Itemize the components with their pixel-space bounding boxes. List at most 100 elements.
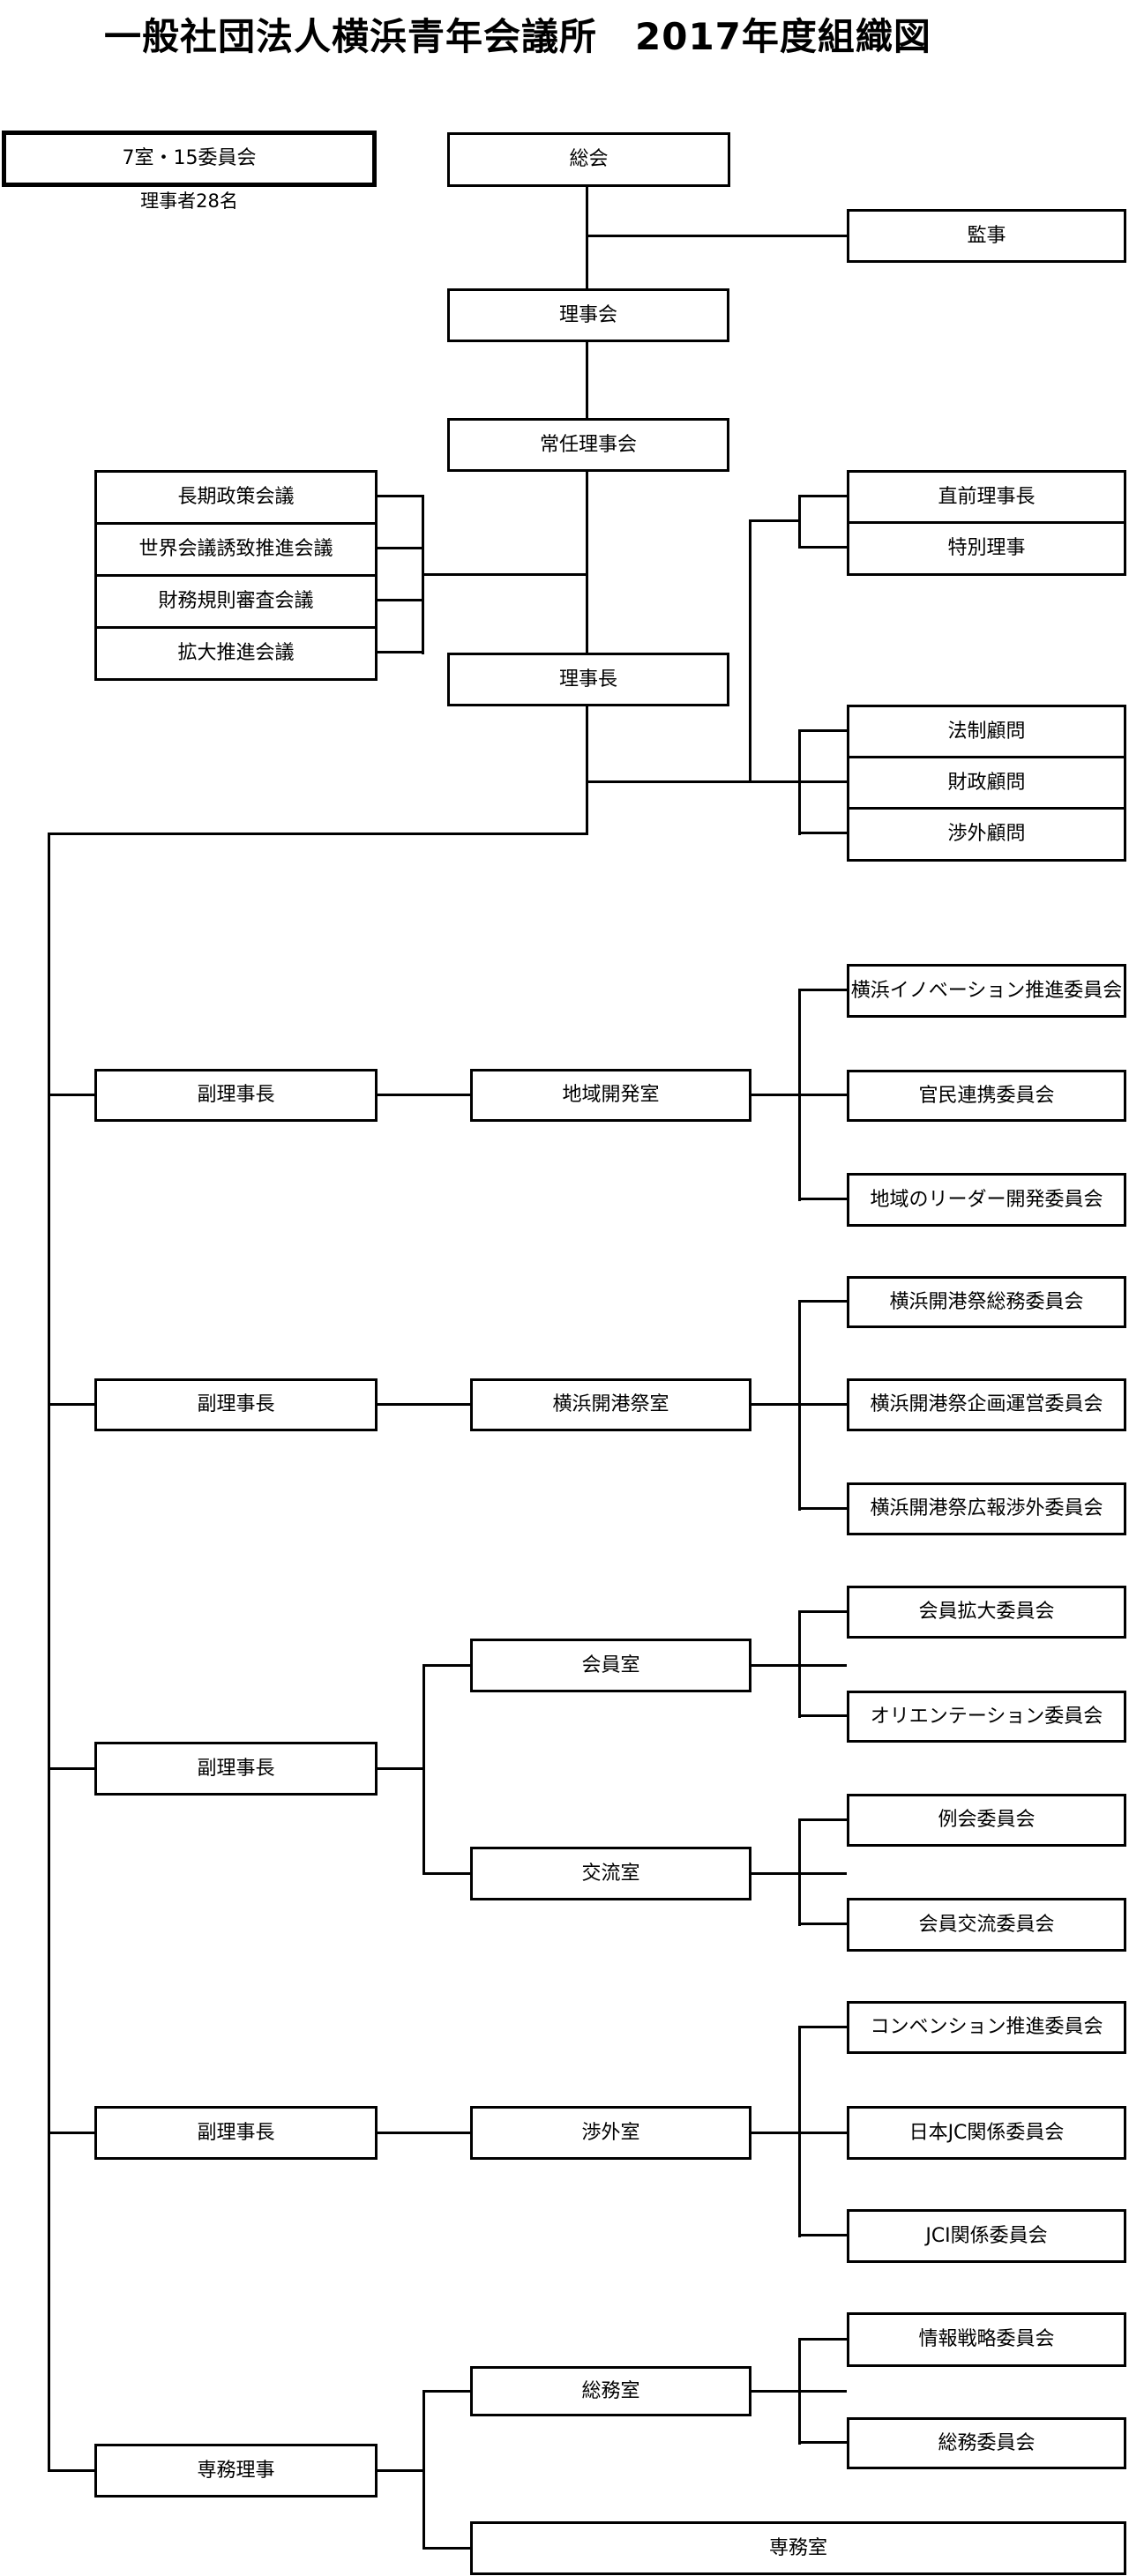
- org-box-regional-leader-development-committee: 地域のリーダー開発委員会: [847, 1173, 1126, 1227]
- org-box-label: 会員拡大委員会: [918, 1601, 1055, 1623]
- org-box-port-festival-general-affairs-committee: 横浜開港祭総務委員会: [847, 1276, 1126, 1328]
- org-box-standing-board: 常任理事会: [447, 418, 729, 472]
- connector-vp3-to-branch-h: [378, 1767, 425, 1770]
- org-box-label: オリエンテーション委員会: [870, 1705, 1103, 1728]
- org-box-vice-president-3: 副理事長: [94, 1742, 378, 1796]
- org-box-general-assembly: 総会: [447, 132, 730, 187]
- connector-junction-drop-v: [749, 519, 751, 783]
- org-box-label: 例会委員会: [938, 1809, 1036, 1831]
- org-box-legal-advisor: 法制顧問: [847, 705, 1126, 758]
- connector-past-president-junction-h: [749, 519, 801, 522]
- org-box-executive-office: 専務室: [470, 2521, 1126, 2575]
- connector-membership-bracket-v: [798, 1610, 801, 1718]
- connector-spine-stub-vp3: [48, 1767, 94, 1770]
- org-box-label: 財政顧問: [947, 771, 1026, 794]
- connector-advisors-bracket-v: [798, 729, 801, 835]
- org-box-special-director: 特別理事: [847, 521, 1126, 576]
- org-box-label: 副理事長: [197, 1757, 275, 1780]
- connector-assembly-to-board-v: [586, 187, 588, 290]
- org-box-label: 監事: [967, 224, 1006, 247]
- connector-spine-v: [48, 833, 50, 2472]
- org-box-label: 常任理事会: [539, 433, 637, 456]
- org-box-label: 副理事長: [197, 1084, 275, 1106]
- connector-auditor-h: [586, 235, 847, 237]
- connector-special-director-stub: [798, 546, 847, 549]
- org-box-port-festival-pr-committee: 横浜開港祭広報渉外委員会: [847, 1482, 1126, 1535]
- org-box-label: 直前理事長: [938, 485, 1036, 508]
- org-box-vice-president-2: 副理事長: [94, 1378, 378, 1431]
- connector-left-stack-to-center-h: [422, 573, 588, 576]
- connector-festival-general-stub: [798, 1300, 847, 1303]
- connector-president-down-v: [586, 706, 588, 835]
- org-box-label: 法制顧問: [947, 720, 1026, 743]
- org-box-label: 横浜イノベーション推進委員会: [850, 979, 1123, 1002]
- connector-vp2-to-room-h: [378, 1403, 470, 1406]
- connector-spine-stub-vp2: [48, 1403, 94, 1406]
- connector-left-stack-stub-3: [378, 599, 422, 601]
- org-box-label: 理事会: [558, 303, 617, 326]
- org-box-label: 横浜開港祭室: [552, 1393, 669, 1415]
- connector-board-to-standing-v: [586, 341, 588, 419]
- org-box-executive-director: 専務理事: [94, 2444, 378, 2498]
- connector-festival-pr-stub: [798, 1507, 847, 1510]
- org-box-label: 横浜開港祭企画運営委員会: [870, 1393, 1103, 1415]
- org-box-label: 会員室: [581, 1654, 640, 1676]
- org-box-label: 会員交流委員会: [918, 1913, 1055, 1936]
- org-box-label: コンベンション推進委員会: [870, 2016, 1103, 2038]
- org-box-label: 交流室: [581, 1862, 640, 1885]
- org-box-label: 総務室: [581, 2379, 640, 2402]
- connector-spine-stub-vp1: [48, 1094, 94, 1096]
- connector-spine-top-h: [48, 833, 588, 835]
- org-box-exchange-office: 交流室: [470, 1847, 751, 1900]
- org-box-label: 総会: [569, 148, 609, 170]
- connector-membership-expansion-stub: [798, 1610, 847, 1613]
- connector-exchange-bracket-v: [798, 1818, 801, 1926]
- connector-innovation-stub: [798, 989, 847, 991]
- page-title: 一般社団法人横浜青年会議所 2017年度組織図: [104, 15, 931, 58]
- connector-convention-stub: [798, 2026, 847, 2028]
- org-box-label: 総務委員会: [938, 2431, 1036, 2454]
- org-box-yokohama-innovation-committee: 横浜イノベーション推進委員会: [847, 964, 1126, 1018]
- org-box-label: 副理事長: [197, 2121, 275, 2144]
- org-box-immediate-past-president: 直前理事長: [847, 470, 1126, 524]
- org-box-general-affairs-office: 総務室: [470, 2366, 751, 2416]
- connector-external-advisor-stub: [798, 832, 847, 834]
- connector-festival-bracket-v: [798, 1300, 801, 1511]
- org-box-port-festival-office: 横浜開港祭室: [470, 1378, 751, 1431]
- org-box-general-affairs-committee: 総務委員会: [847, 2417, 1126, 2469]
- org-box-port-festival-planning-committee: 横浜開港祭企画運営委員会: [847, 1378, 1126, 1431]
- connector-general-affairs-bracket-v: [798, 2338, 801, 2445]
- connector-legal-advisor-stub: [798, 729, 847, 732]
- org-box-world-conference-invitation: 世界会議誘致推進会議: [94, 522, 378, 577]
- org-box-label: 横浜開港祭広報渉外委員会: [870, 1497, 1103, 1519]
- org-box-jci-relations-committee: JCI関係委員会: [847, 2209, 1126, 2263]
- org-box-expansion-promotion-conference: 拡大推進会議: [94, 626, 378, 681]
- connector-regional-leader-stub: [798, 1198, 847, 1200]
- legend-note: 理事者28名: [140, 190, 238, 212]
- org-box-label: 渉外室: [581, 2121, 640, 2144]
- org-box-orientation-committee: オリエンテーション委員会: [847, 1691, 1126, 1743]
- org-box-external-affairs-advisor: 渉外顧問: [847, 807, 1126, 862]
- org-box-long-term-policy-conference: 長期政策会議: [94, 470, 378, 525]
- connector-vp1-to-room-h: [378, 1094, 470, 1096]
- org-box-label: JCI関係委員会: [925, 2224, 1048, 2247]
- connector-membership-branch-v: [422, 1664, 425, 1874]
- connector-advisors-h: [586, 780, 847, 783]
- org-box-information-strategy-committee: 情報戦略委員会: [847, 2312, 1126, 2367]
- org-box-label: 理事長: [558, 668, 617, 691]
- org-box-label: 地域開発室: [562, 1084, 660, 1106]
- org-box-board-of-directors: 理事会: [447, 288, 729, 342]
- org-box-label: 官民連携委員会: [918, 1084, 1055, 1107]
- org-box-japan-jc-relations-committee: 日本JC関係委員会: [847, 2106, 1126, 2160]
- org-box-president: 理事長: [447, 653, 729, 706]
- org-box-vice-president-1: 副理事長: [94, 1069, 378, 1122]
- connector-left-stack-stub-2: [378, 547, 422, 549]
- org-box-label: 専務室: [768, 2536, 827, 2559]
- org-box-label: 横浜開港祭総務委員会: [889, 1290, 1084, 1313]
- connector-regular-meeting-stub: [798, 1818, 847, 1821]
- connector-member-exchange-stub: [798, 1923, 847, 1925]
- connector-membership-room-stub: [422, 1664, 470, 1667]
- connector-vp4-to-room-h: [378, 2132, 470, 2134]
- connector-spine-stub-executive: [48, 2469, 94, 2472]
